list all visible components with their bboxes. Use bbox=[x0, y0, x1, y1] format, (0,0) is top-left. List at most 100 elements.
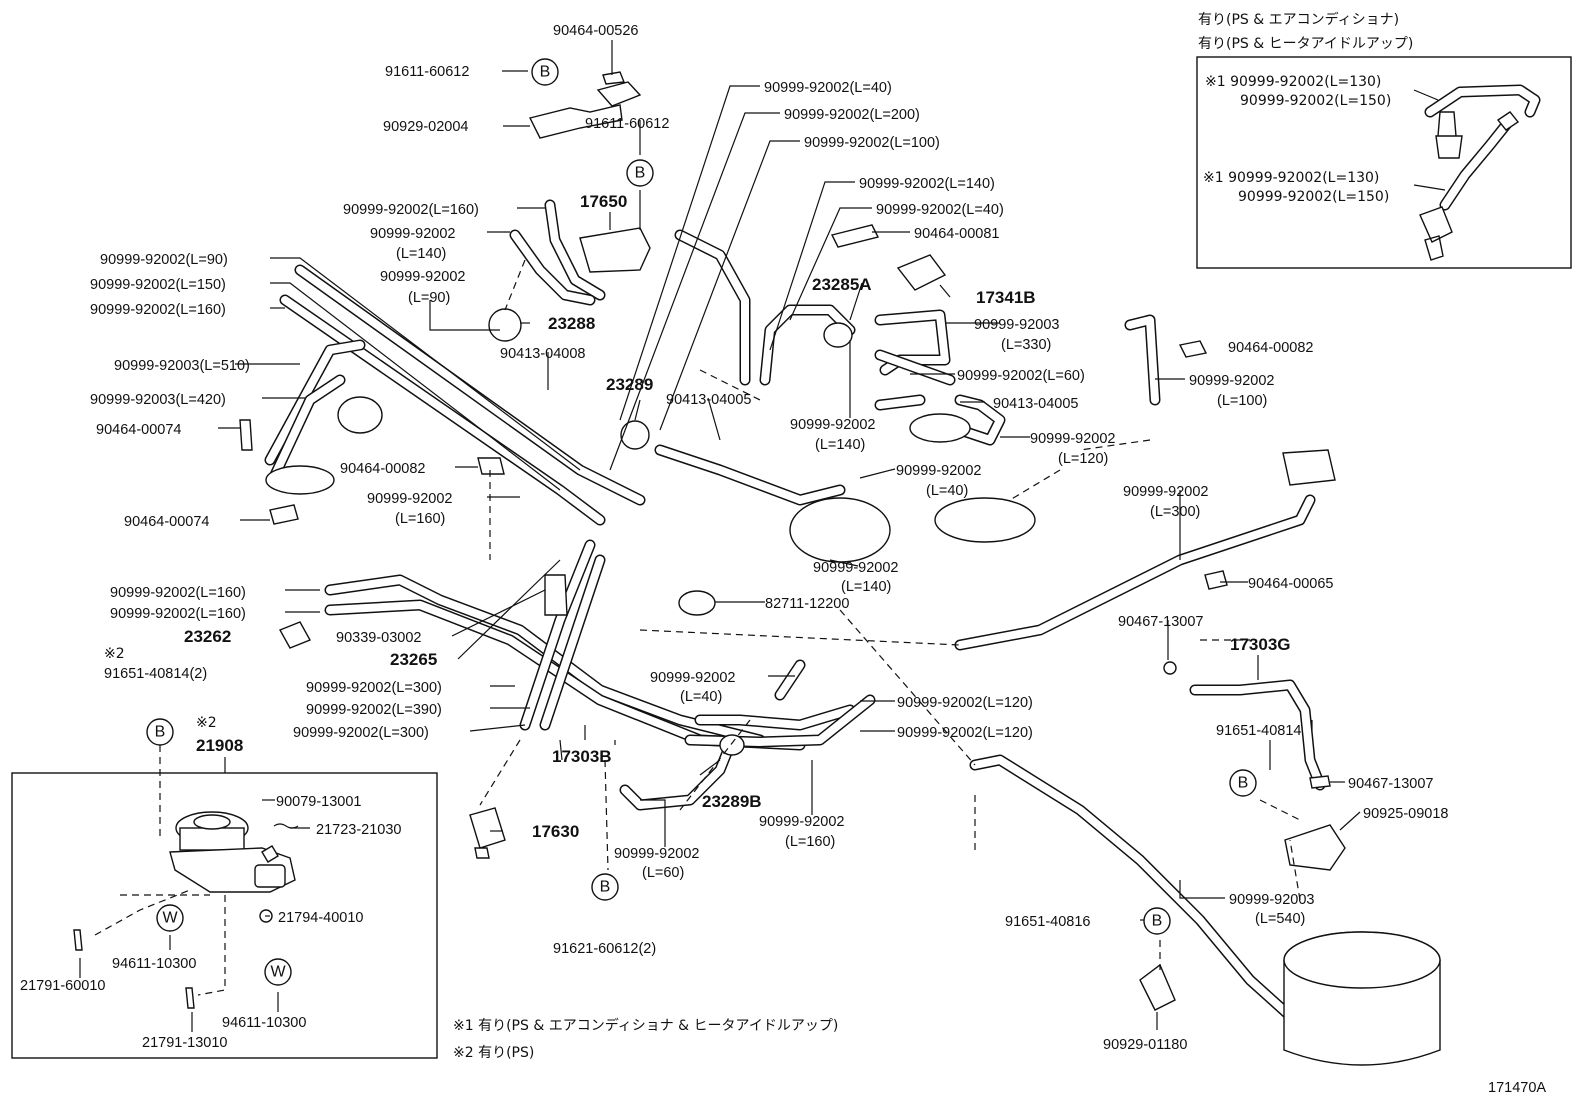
part-17303g: 17303G bbox=[1230, 635, 1291, 654]
marker-b-1-text: B bbox=[540, 64, 551, 81]
sensor-17630-shape bbox=[469, 807, 506, 859]
footnote-1: ※1 有り(PS & エアコンディショナ & ヒータアイドルアップ) bbox=[453, 1017, 838, 1034]
stud-shape-1 bbox=[73, 929, 83, 951]
egr-inset-box bbox=[11, 757, 438, 1059]
part-17650: 17650 bbox=[580, 192, 627, 211]
diaphragm-shape bbox=[909, 413, 971, 443]
label-91611-60612-a: 91611-60612 bbox=[385, 64, 469, 80]
bracket-90929-01180-shape bbox=[1139, 963, 1176, 1011]
vsv-17650-shape bbox=[579, 227, 651, 273]
valve-23289-shape bbox=[620, 420, 650, 450]
part-23265: 23265 bbox=[390, 650, 437, 669]
inset-a1: ※1 90999-92002(L=130) bbox=[1205, 74, 1381, 90]
marker-w-1 bbox=[156, 904, 184, 932]
label-90999-92002-l100: 90999-92002 bbox=[1189, 373, 1274, 389]
label-90999-92002-l140-d: 90999-92002 bbox=[813, 560, 898, 576]
label-l150: 90999-92002(L=150) bbox=[90, 277, 226, 293]
clamp-part bbox=[596, 71, 642, 107]
inset-b1: ※1 90999-92002(L=130) bbox=[1203, 170, 1379, 186]
part-23262: 23262 bbox=[184, 627, 231, 646]
label-94611-10300-b: 94611-10300 bbox=[222, 1015, 306, 1031]
bolt-shape bbox=[261, 845, 279, 863]
marker-b-6-text: B bbox=[1152, 913, 1163, 930]
label-l60: 90999-92002(L=60) bbox=[957, 368, 1085, 384]
note-star2-b: ※2 bbox=[196, 715, 217, 731]
vsv-valve-shape bbox=[1435, 111, 1463, 159]
marker-w-1-text: W bbox=[162, 910, 178, 927]
inset-title-1: 有り(PS & エアコンディショナ) bbox=[1198, 11, 1399, 28]
label-l40-b: 90999-92002(L=40) bbox=[876, 202, 1004, 218]
inset-b2: 90999-92002(L=150) bbox=[1238, 189, 1389, 205]
label-90467-13007-a: 90467-13007 bbox=[1118, 614, 1203, 630]
label-90929-02004: 90929-02004 bbox=[383, 119, 468, 135]
label-l120-b: 90999-92002(L=120) bbox=[897, 695, 1033, 711]
label-l100-b: (L=100) bbox=[1217, 393, 1267, 409]
clip-90464-00082-a bbox=[477, 457, 505, 475]
sensor-box-shape bbox=[1282, 449, 1336, 486]
label-l60-b: (L=60) bbox=[642, 865, 684, 881]
label-l510: 90999-92003(L=510) bbox=[114, 358, 250, 374]
marker-b-3-text: B bbox=[155, 724, 166, 741]
label-90339-03002: 90339-03002 bbox=[336, 630, 421, 646]
label-90925-09018: 90925-09018 bbox=[1363, 806, 1448, 822]
label-90999-92002-l160: 90999-92002 bbox=[367, 491, 452, 507]
label-l540: (L=540) bbox=[1255, 911, 1305, 927]
egr-valve-assembly bbox=[169, 811, 296, 893]
label-l140-d: (L=140) bbox=[841, 579, 891, 595]
canister-shape bbox=[934, 497, 1036, 543]
dashed-references bbox=[159, 259, 1301, 970]
part-17341b: 17341B bbox=[976, 288, 1036, 307]
assembly-numbers: 17650 23285A 17341B 23288 23289 23262 23… bbox=[184, 192, 1291, 841]
label-90464-00082-a: 90464-00082 bbox=[1228, 340, 1313, 356]
label-l40-c: (L=40) bbox=[926, 483, 968, 499]
components bbox=[239, 71, 1441, 1066]
label-l300-a: (L=300) bbox=[1150, 504, 1200, 520]
label-90999-92002-l90: 90999-92002 bbox=[380, 269, 465, 285]
label-90464-00082-b: 90464-00082 bbox=[340, 461, 425, 477]
label-90464-00074-b: 90464-00074 bbox=[124, 514, 209, 530]
clip-90464-00082-b bbox=[1178, 340, 1208, 358]
marker-b-6 bbox=[1143, 907, 1171, 935]
clip-90464-00074-b bbox=[269, 504, 299, 525]
marker-b-1 bbox=[531, 58, 559, 86]
label-l160-c: (L=160) bbox=[395, 511, 445, 527]
part-labels: 90464-00526 91611-60612 90929-02004 9161… bbox=[20, 23, 1448, 1053]
valve-23265-shape bbox=[544, 574, 568, 616]
inset-title-2: 有り(PS & ヒータアイドルアップ) bbox=[1198, 36, 1413, 52]
label-21723-21030: 21723-21030 bbox=[316, 822, 401, 838]
notes: ※2 ※2 有り(PS & エアコンディショナ) 有り(PS & ヒータアイドル… bbox=[104, 11, 1546, 1096]
marker-w-2 bbox=[264, 958, 292, 986]
stud-shape-2 bbox=[185, 987, 195, 1009]
label-90999-92002-l160-f: 90999-92002 bbox=[759, 814, 844, 830]
part-21908: 21908 bbox=[196, 736, 243, 755]
vsv-17341b-shape bbox=[896, 254, 947, 291]
label-l160-a: 90999-92002(L=160) bbox=[343, 202, 479, 218]
label-l200: 90999-92002(L=200) bbox=[784, 107, 920, 123]
label-90467-13007-b: 90467-13007 bbox=[1348, 776, 1433, 792]
footnote-2: ※2 有り(PS) bbox=[453, 1045, 534, 1061]
part-17630: 17630 bbox=[532, 822, 579, 841]
label-l140-b: (L=140) bbox=[396, 246, 446, 262]
label-l160-d: 90999-92002(L=160) bbox=[110, 585, 246, 601]
label-90413-04005-b: 90413-04005 bbox=[993, 396, 1078, 412]
part-23285a: 23285A bbox=[812, 275, 872, 294]
label-l90: 90999-92002(L=90) bbox=[100, 252, 228, 268]
label-91651-40814-2: 91651-40814(2) bbox=[104, 666, 207, 682]
marker-b-4-text: B bbox=[1238, 775, 1249, 792]
label-90413-04005-a: 90413-04005 bbox=[666, 392, 751, 408]
reservoir-tank bbox=[1283, 931, 1441, 1066]
figure-id: 171470A bbox=[1488, 1080, 1546, 1096]
label-90413-04008: 90413-04008 bbox=[500, 346, 585, 362]
inset-a2: 90999-92002(L=150) bbox=[1240, 93, 1391, 109]
label-l160-f: (L=160) bbox=[785, 834, 835, 850]
label-91651-40814: 91651-40814 bbox=[1216, 723, 1301, 739]
label-91651-40816: 91651-40816 bbox=[1005, 914, 1090, 930]
vsv-valve-shape-2 bbox=[1419, 206, 1453, 261]
clip-90464-00081 bbox=[830, 224, 880, 248]
part-17303b: 17303B bbox=[552, 747, 612, 766]
marker-b-5-text: B bbox=[600, 879, 611, 896]
label-90999-92002-l120: 90999-92002 bbox=[1030, 431, 1115, 447]
label-90999-92002-l60: 90999-92002 bbox=[614, 846, 699, 862]
label-90464-00074-a: 90464-00074 bbox=[96, 422, 181, 438]
